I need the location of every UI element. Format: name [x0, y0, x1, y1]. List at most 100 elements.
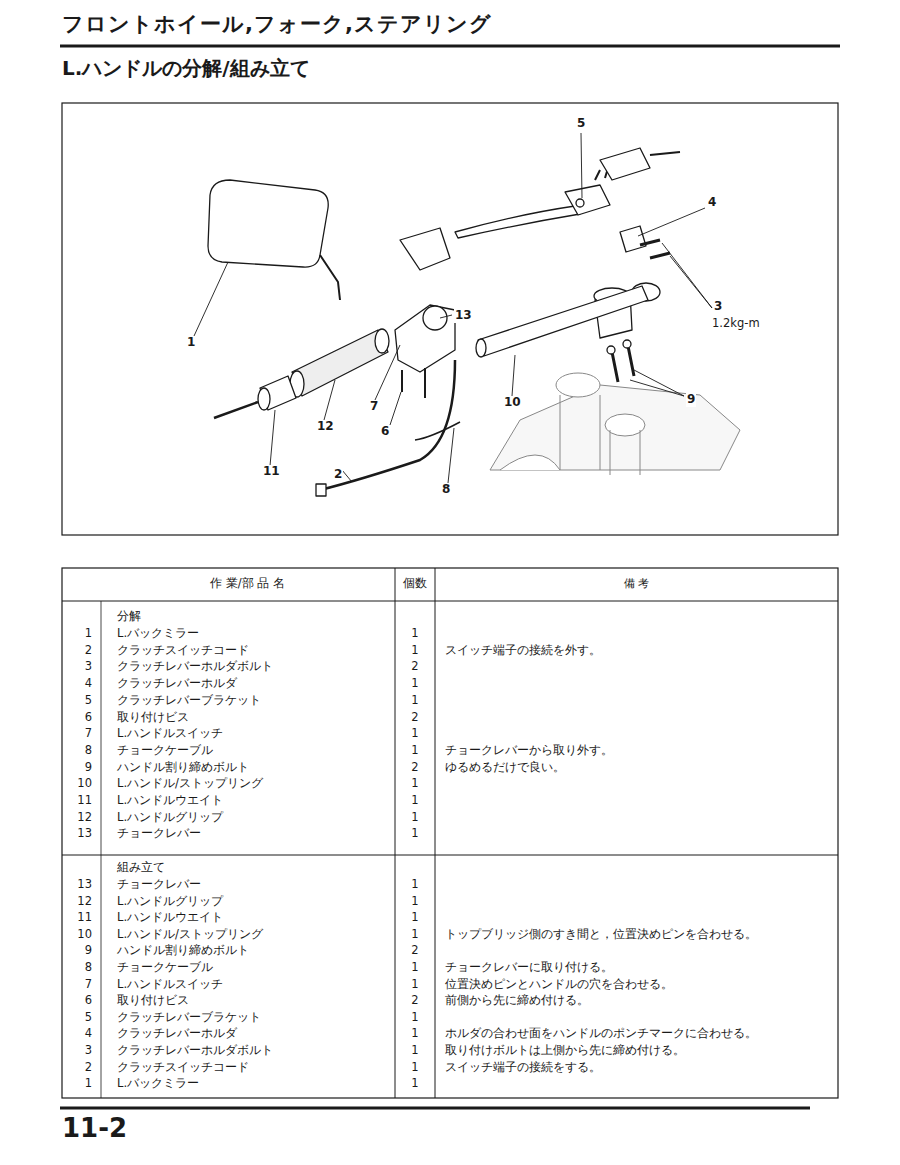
- row-number: 12: [62, 811, 92, 824]
- row-number: 12: [62, 895, 92, 908]
- callout-number: 1: [186, 336, 196, 350]
- remark: スイッチ端子の接続をする。: [445, 1061, 601, 1074]
- quantity: 1: [395, 1011, 435, 1024]
- callout-number: 13: [454, 309, 473, 323]
- row-number: 3: [62, 660, 92, 673]
- callout-number: 2: [333, 468, 343, 482]
- torque-value: 1.2kg-m: [711, 317, 761, 330]
- quantity: 1: [395, 811, 435, 824]
- remark: 取り付けボルトは上側から先に締め付ける。: [445, 1044, 685, 1057]
- quantity: 1: [395, 1027, 435, 1040]
- part-name: クラッチレバーホルダ: [117, 1027, 237, 1040]
- row-number: 7: [62, 978, 92, 991]
- quantity: 1: [395, 777, 435, 790]
- quantity: 1: [395, 794, 435, 807]
- figure-frame: [62, 103, 838, 535]
- table-header: 備 考: [435, 577, 838, 589]
- part-name: L.ハンドルウエイト: [117, 911, 223, 924]
- part-name: クラッチレバーホルダボルト: [117, 660, 273, 673]
- callout-number: 10: [503, 396, 522, 410]
- row-number: 8: [62, 744, 92, 757]
- part-name: 取り付けビス: [117, 711, 189, 724]
- remark: トップブリッジ側のすき間と，位置決めピンを合わせる。: [445, 928, 757, 941]
- footer-rule: [60, 1107, 810, 1110]
- quantity: 1: [395, 961, 435, 974]
- header-rule: [60, 45, 840, 48]
- part-name: L.ハンドル/ストップリング: [117, 928, 263, 941]
- row-number: 9: [62, 761, 92, 774]
- quantity: 1: [395, 928, 435, 941]
- callout-number: 6: [380, 425, 390, 439]
- callout-number: 11: [262, 465, 281, 479]
- section-heading: 分解: [117, 610, 141, 623]
- remark: チョークレバーから取り外す。: [445, 744, 613, 757]
- row-number: 5: [62, 694, 92, 707]
- remark: チョークレバーに取り付ける。: [445, 961, 613, 974]
- quantity: 1: [395, 627, 435, 640]
- row-number: 6: [62, 994, 92, 1007]
- quantity: 1: [395, 827, 435, 840]
- handlebar-illustration: [208, 148, 740, 496]
- callout-number: 4: [707, 196, 717, 210]
- quantity: 1: [395, 1044, 435, 1057]
- table-rule: [395, 568, 396, 1098]
- part-name: L.バックミラー: [117, 1077, 199, 1090]
- table-header: 作 業/部 品 名: [100, 577, 395, 590]
- section-header: フロントホイール,フォーク,ステアリング: [62, 12, 492, 36]
- row-number: 11: [62, 911, 92, 924]
- table-header: 個数: [395, 577, 435, 590]
- callout-number: 9: [686, 393, 696, 407]
- quantity: 2: [395, 761, 435, 774]
- row-number: 13: [62, 878, 92, 891]
- quantity: 2: [395, 944, 435, 957]
- table-frame: [62, 568, 838, 1098]
- callout-number: 3: [713, 300, 723, 314]
- quantity: 2: [395, 660, 435, 673]
- part-name: チョークケーブル: [117, 961, 213, 974]
- part-name: クラッチスイッチコード: [117, 1061, 249, 1074]
- row-number: 4: [62, 1027, 92, 1040]
- section-heading: 組み立て: [117, 861, 165, 874]
- quantity: 1: [395, 911, 435, 924]
- quantity: 2: [395, 711, 435, 724]
- page-number: 11-2: [62, 1114, 127, 1144]
- quantity: 1: [395, 978, 435, 991]
- row-number: 5: [62, 1011, 92, 1024]
- part-name: クラッチレバーホルダボルト: [117, 1044, 273, 1057]
- row-number: 10: [62, 928, 92, 941]
- row-number: 4: [62, 677, 92, 690]
- remark: 前側から先に締め付ける。: [445, 994, 589, 1007]
- quantity: 1: [395, 744, 435, 757]
- callout-number: 5: [576, 117, 586, 131]
- part-name: チョークレバー: [117, 878, 201, 891]
- table-rule: [101, 601, 102, 1098]
- row-number: 7: [62, 727, 92, 740]
- part-name: L.ハンドルスイッチ: [117, 978, 223, 991]
- part-name: L.ハンドルグリップ: [117, 895, 223, 908]
- row-number: 8: [62, 961, 92, 974]
- row-number: 1: [62, 627, 92, 640]
- remark: ゆるめるだけで良い。: [445, 761, 565, 774]
- part-name: L.ハンドルグリップ: [117, 811, 223, 824]
- quantity: 1: [395, 694, 435, 707]
- table-rule: [62, 855, 838, 856]
- table-rule: [62, 601, 838, 602]
- quantity: 1: [395, 727, 435, 740]
- part-name: ハンドル割り締めボルト: [117, 944, 249, 957]
- part-name: クラッチレバーブラケット: [117, 694, 261, 707]
- callout-number: 7: [369, 400, 379, 414]
- quantity: 1: [395, 895, 435, 908]
- table-rule: [435, 568, 436, 1098]
- remark: ホルダの合わせ面をハンドルのポンチマークに合わせる。: [445, 1027, 757, 1040]
- row-number: 10: [62, 777, 92, 790]
- part-name: クラッチレバーブラケット: [117, 1011, 261, 1024]
- callout-number: 12: [316, 420, 335, 434]
- row-number: 13: [62, 827, 92, 840]
- quantity: 1: [395, 1061, 435, 1074]
- remark: スイッチ端子の接続を外す。: [445, 644, 601, 657]
- row-number: 3: [62, 1044, 92, 1057]
- callout-number: 8: [441, 483, 451, 497]
- row-number: 6: [62, 711, 92, 724]
- row-number: 2: [62, 644, 92, 657]
- quantity: 1: [395, 878, 435, 891]
